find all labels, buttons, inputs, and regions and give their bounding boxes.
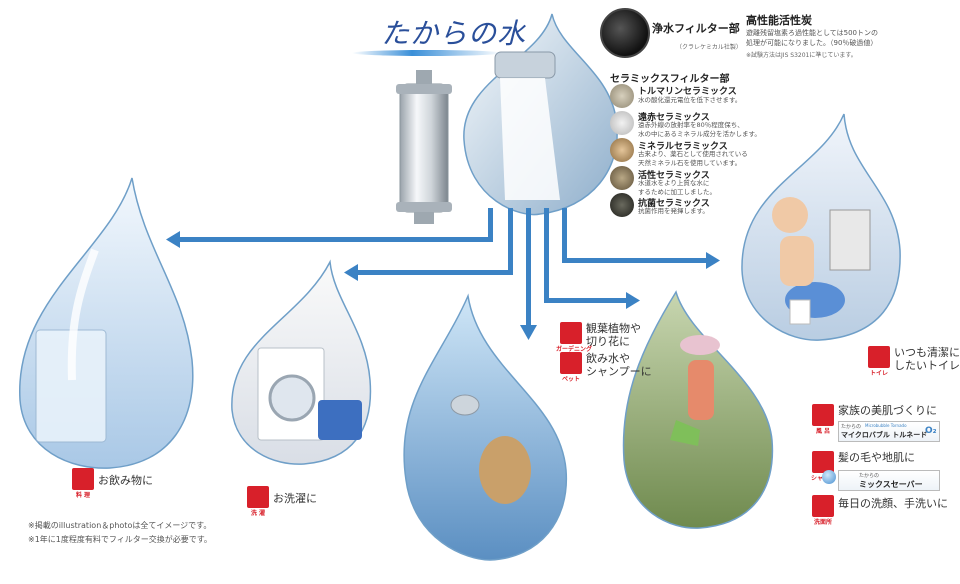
ceramic-desc-1a: 遠赤外線の放射率を80％程度保ち、 — [638, 121, 744, 129]
pet-drop — [403, 293, 568, 561]
flow-arrows — [166, 208, 720, 340]
filter-housing — [396, 70, 452, 224]
laundry-label: お洗濯に — [273, 492, 317, 505]
note-illustration: ※掲載のillustration＆photoは全てイメージです。 — [28, 521, 212, 530]
pet-label-1: 飲み水や — [586, 352, 630, 365]
ceramic-desc-1b: 水の中にあるミネラル成分を活かします。 — [638, 130, 761, 138]
washbasin-label: 毎日の洗顔、手洗いに — [838, 497, 948, 510]
gardening-icon: ガーデニング — [556, 322, 592, 353]
glass-drop — [19, 177, 194, 469]
bath-label: 家族の美肌づくりに — [838, 404, 937, 417]
ceramic-desc-3a: 水道水をより上質な水に — [638, 179, 710, 187]
toilet-label-1: いつも清潔に — [894, 346, 960, 359]
activated-carbon-image — [600, 8, 650, 58]
toilet-drop — [741, 113, 901, 341]
ceramic-desc-3b: するために加工しました。 — [638, 188, 716, 196]
carbon-note: ※試験方法はJIS S3201に準じています。 — [746, 52, 857, 59]
carbon-desc-2: 処理が可能になりました。（90％破過値） — [746, 39, 878, 47]
shower-label: 髪の毛や地肌に — [838, 451, 915, 464]
laundry-icon: 洗 濯 — [247, 486, 269, 517]
microbubble-tornado-badge: たからの Microbubble Tornado マイクロバブル トルネード O… — [838, 421, 940, 442]
washbasin-icon: 洗面所 — [812, 495, 834, 526]
pet-icon: ペット — [560, 352, 582, 383]
tourmaline-ceramic-image — [610, 84, 634, 108]
mineral-ceramic-image — [610, 138, 634, 162]
gardening-drop — [622, 290, 774, 529]
water-bubble-icon — [822, 470, 836, 484]
pet-label-2: シャンプーに — [586, 365, 652, 378]
ceramic-name-4: 抗菌セラミックス — [638, 199, 710, 209]
gardening-label-2: 切り花に — [586, 335, 630, 348]
ceramic-name-2: ミネラルセラミックス — [638, 142, 728, 152]
cooking-icon: 料 理 — [72, 468, 94, 499]
carbon-desc-1: 遊離残留塩素ろ過性能としては500トンの — [746, 29, 879, 37]
antibacterial-ceramic-image — [610, 193, 634, 217]
ceramic-name-1: 遠赤セラミックス — [638, 113, 710, 123]
bath-icon: 風 呂 — [812, 404, 834, 435]
active-ceramic-image — [610, 166, 634, 190]
logo-swoosh — [352, 50, 502, 56]
note-filter-exchange: ※1年に1度程度有料でフィルター交換が必要です。 — [28, 535, 212, 544]
tap-drop — [463, 13, 618, 216]
toilet-label-2: したいトイレに — [894, 359, 960, 372]
mix-saver-badge: たからの ミックスセーバー — [838, 470, 940, 491]
ceramic-filter-title: セラミックスフィルター部 — [610, 74, 730, 85]
ceramic-desc-4: 抗菌作用を発揮します。 — [638, 207, 709, 215]
ceramic-name-0: トルマリンセラミックス — [638, 87, 737, 97]
purification-filter-title: 浄水フィルター部 — [652, 22, 740, 35]
cooking-label: お飲み物に — [98, 474, 153, 487]
carbon-title: 高性能活性炭 — [746, 14, 812, 27]
ceramic-desc-0: 水の酸化還元電位を低下させます。 — [638, 96, 742, 104]
ceramic-name-3: 活性セラミックス — [638, 171, 710, 181]
purification-filter-maker: （クラレケミカル社製） — [676, 44, 742, 51]
brand-logo: たからの水 — [381, 17, 527, 50]
ceramic-desc-2a: 古来より、薬石として使用されている — [638, 150, 748, 158]
ceramic-desc-2b: 天然ミネラル石を使用しています。 — [638, 159, 742, 167]
far-infrared-ceramic-image — [610, 111, 634, 135]
gardening-label-1: 観葉植物や — [586, 322, 641, 335]
laundry-drop — [231, 259, 372, 465]
toilet-icon: トイレ — [868, 346, 890, 377]
